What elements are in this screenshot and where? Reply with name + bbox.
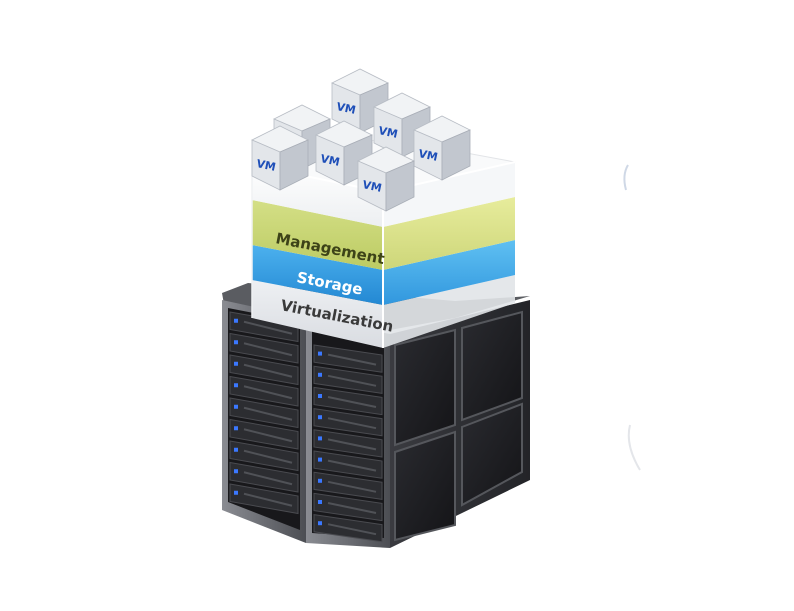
background-artifact-1 — [623, 164, 629, 191]
vm-cube-side — [279, 139, 309, 191]
server-slot — [327, 353, 377, 366]
server-slot — [327, 438, 377, 451]
server-slot — [327, 523, 377, 536]
vm-label: VM — [377, 124, 399, 141]
vm-cube-side — [385, 160, 415, 212]
server-units-left — [229, 311, 299, 515]
background-artifact-2 — [627, 424, 641, 471]
server-led — [318, 521, 322, 526]
rack-side-panel-4 — [461, 402, 523, 507]
storage-layer-side — [383, 240, 515, 305]
server-led — [234, 383, 238, 388]
vm-cube-icon: VM — [251, 125, 309, 191]
virtualization-layer-front — [252, 280, 383, 348]
vm-label: VM — [255, 157, 277, 174]
server-led — [234, 318, 238, 323]
server-led — [318, 457, 322, 462]
server-slot — [327, 396, 377, 408]
glass-layer-side — [383, 162, 515, 227]
server-slot — [243, 320, 293, 335]
server-slot — [243, 471, 293, 486]
server-slot — [327, 374, 377, 387]
server-slot — [243, 406, 293, 421]
server-slot — [243, 492, 293, 507]
server-slot — [243, 363, 293, 378]
vm-cube-side — [441, 129, 471, 181]
vm-cube-icon: VM — [315, 120, 373, 186]
server-led — [318, 351, 322, 356]
server-led — [318, 415, 322, 420]
server-slot — [327, 417, 377, 430]
rack-side-panel-3 — [461, 310, 523, 422]
management-layer-side — [383, 197, 515, 270]
server-rack-icon — [222, 283, 530, 548]
vm-label: VM — [361, 178, 383, 195]
server-led — [234, 426, 238, 431]
server-led — [318, 478, 322, 483]
management-layer-front — [252, 200, 383, 270]
rack-side-panel-1 — [394, 328, 456, 447]
server-led — [234, 469, 238, 474]
server-led — [234, 490, 238, 495]
storage-layer-front — [252, 245, 383, 305]
vm-cube-icon: VM — [357, 146, 415, 212]
server-slot — [243, 449, 293, 464]
server-led — [318, 436, 322, 441]
rack-side-panel-2 — [394, 430, 456, 542]
server-slot — [327, 459, 377, 472]
vm-label: VM — [319, 152, 341, 169]
server-led — [234, 447, 238, 452]
virtualization-layer-side — [383, 275, 515, 348]
server-led — [234, 340, 238, 345]
server-led — [234, 404, 238, 409]
vm-label: VM — [417, 147, 439, 164]
server-slot — [243, 385, 293, 400]
server-units-middle — [313, 344, 383, 543]
vm-cubes: VMVMVMVMVMVMVM — [251, 68, 471, 212]
server-led — [318, 394, 322, 398]
vm-label: VM — [335, 100, 357, 117]
vm-cube-icon: VM — [413, 115, 471, 181]
server-slot — [327, 502, 377, 514]
server-slot — [243, 428, 293, 443]
server-slot — [243, 342, 293, 357]
server-led — [318, 500, 322, 504]
server-led — [234, 361, 238, 366]
server-slot — [327, 480, 377, 493]
server-led — [318, 372, 322, 377]
